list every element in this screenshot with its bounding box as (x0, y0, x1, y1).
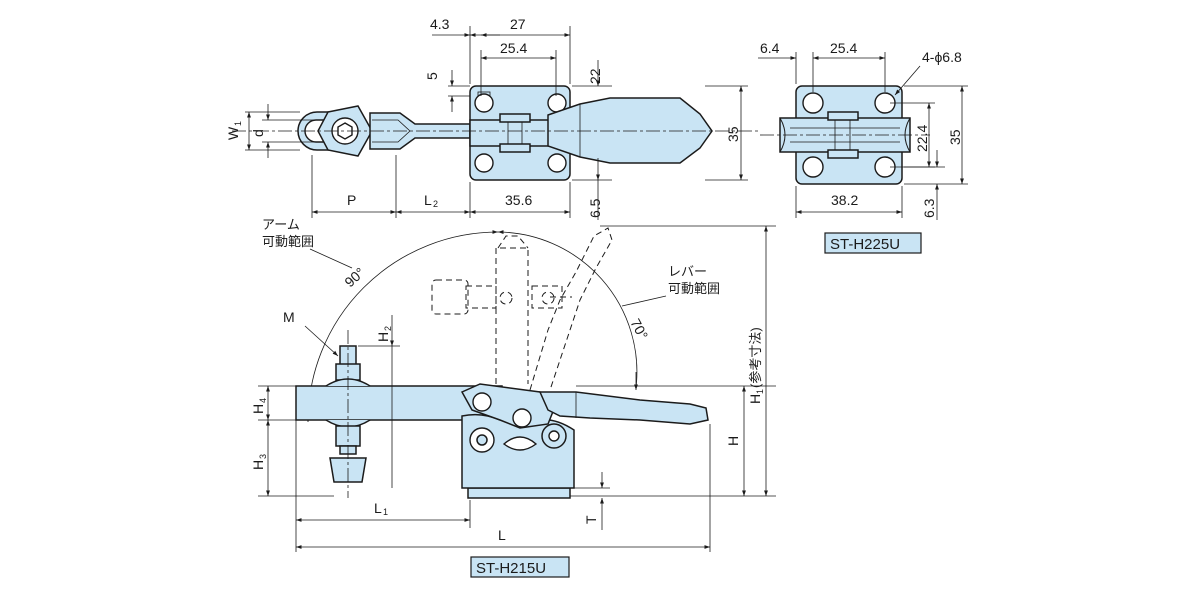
dim-h: H (725, 436, 741, 446)
dim-w1: W (225, 126, 241, 140)
arm-range-label-2: 可動範囲 (262, 234, 314, 249)
dim-h3-sub: 3 (258, 454, 268, 459)
dim-6-5: 6.5 (587, 198, 603, 218)
mount-hole (474, 153, 494, 173)
dim-l2-sub: 2 (433, 199, 438, 209)
lever-range-label-1: レバー (668, 264, 707, 279)
dim-h2: H (375, 332, 391, 342)
model-label-h225: ST-H225U (830, 236, 900, 253)
mount-hole (474, 93, 494, 113)
dim-22-4: 22.4 (914, 125, 930, 152)
handle-grip (547, 97, 713, 164)
lever-handle (538, 391, 709, 425)
dim-l1-sub: 1 (383, 507, 388, 517)
dim-35-base: 35 (947, 129, 963, 145)
arm-range-label-1: アーム (262, 217, 300, 232)
dim-h1-sub: 1 (755, 389, 765, 394)
dim-h4: H (250, 404, 266, 414)
dim-hole-dia: 4-ϕ6.8 (922, 49, 962, 65)
mount-hole (802, 92, 824, 114)
mount-hole (802, 156, 824, 178)
dim-w1-sub: 1 (233, 121, 243, 126)
top-view: 4.3 27 25.4 5 22 35 6.5 W 1 d (225, 16, 760, 220)
side-view: M H 2 H 4 H 3 H H 1 (参 (250, 217, 776, 578)
model-label-box-h215 (470, 556, 570, 578)
dim-6-3: 6.3 (921, 198, 937, 218)
model-label-h215: ST-H215U (476, 560, 546, 577)
dim-l: L (498, 527, 506, 543)
dim-h4-sub: 4 (258, 398, 268, 403)
model-label-box-h225 (824, 232, 922, 254)
dim-h1-note: (参考寸法) (748, 327, 763, 388)
dim-d: d (250, 129, 266, 137)
dim-h1: H (747, 394, 763, 404)
dim-l2: L (424, 192, 432, 208)
dim-h2-sub: 2 (383, 326, 393, 331)
dim-35-top: 35 (725, 126, 741, 142)
arm-angle: 90° (341, 264, 367, 290)
base-view: 6.4 25.4 4-ϕ6.8 22.4 35 6.3 38.2 ST-H225… (758, 40, 968, 254)
dim-h3: H (250, 460, 266, 470)
dim-l1: L (374, 500, 382, 516)
dim-35-6: 35.6 (505, 192, 532, 208)
dim-5: 5 (424, 72, 440, 80)
dim-25-4: 25.4 (500, 40, 527, 56)
dim-38-2: 38.2 (831, 192, 858, 208)
dim-4-3: 4.3 (430, 16, 450, 32)
dim-6-4: 6.4 (760, 40, 780, 56)
mount-hole (547, 153, 567, 173)
dim-m: M (283, 309, 295, 325)
lever-angle: 70° (627, 316, 651, 342)
dim-25-4-base: 25.4 (830, 40, 857, 56)
base-foot (467, 487, 571, 499)
lever-range-label-2: 可動範囲 (668, 281, 720, 296)
dim-22: 22 (587, 68, 603, 84)
dim-p: P (347, 192, 356, 208)
dim-27: 27 (510, 16, 526, 32)
dim-t: T (583, 515, 599, 524)
